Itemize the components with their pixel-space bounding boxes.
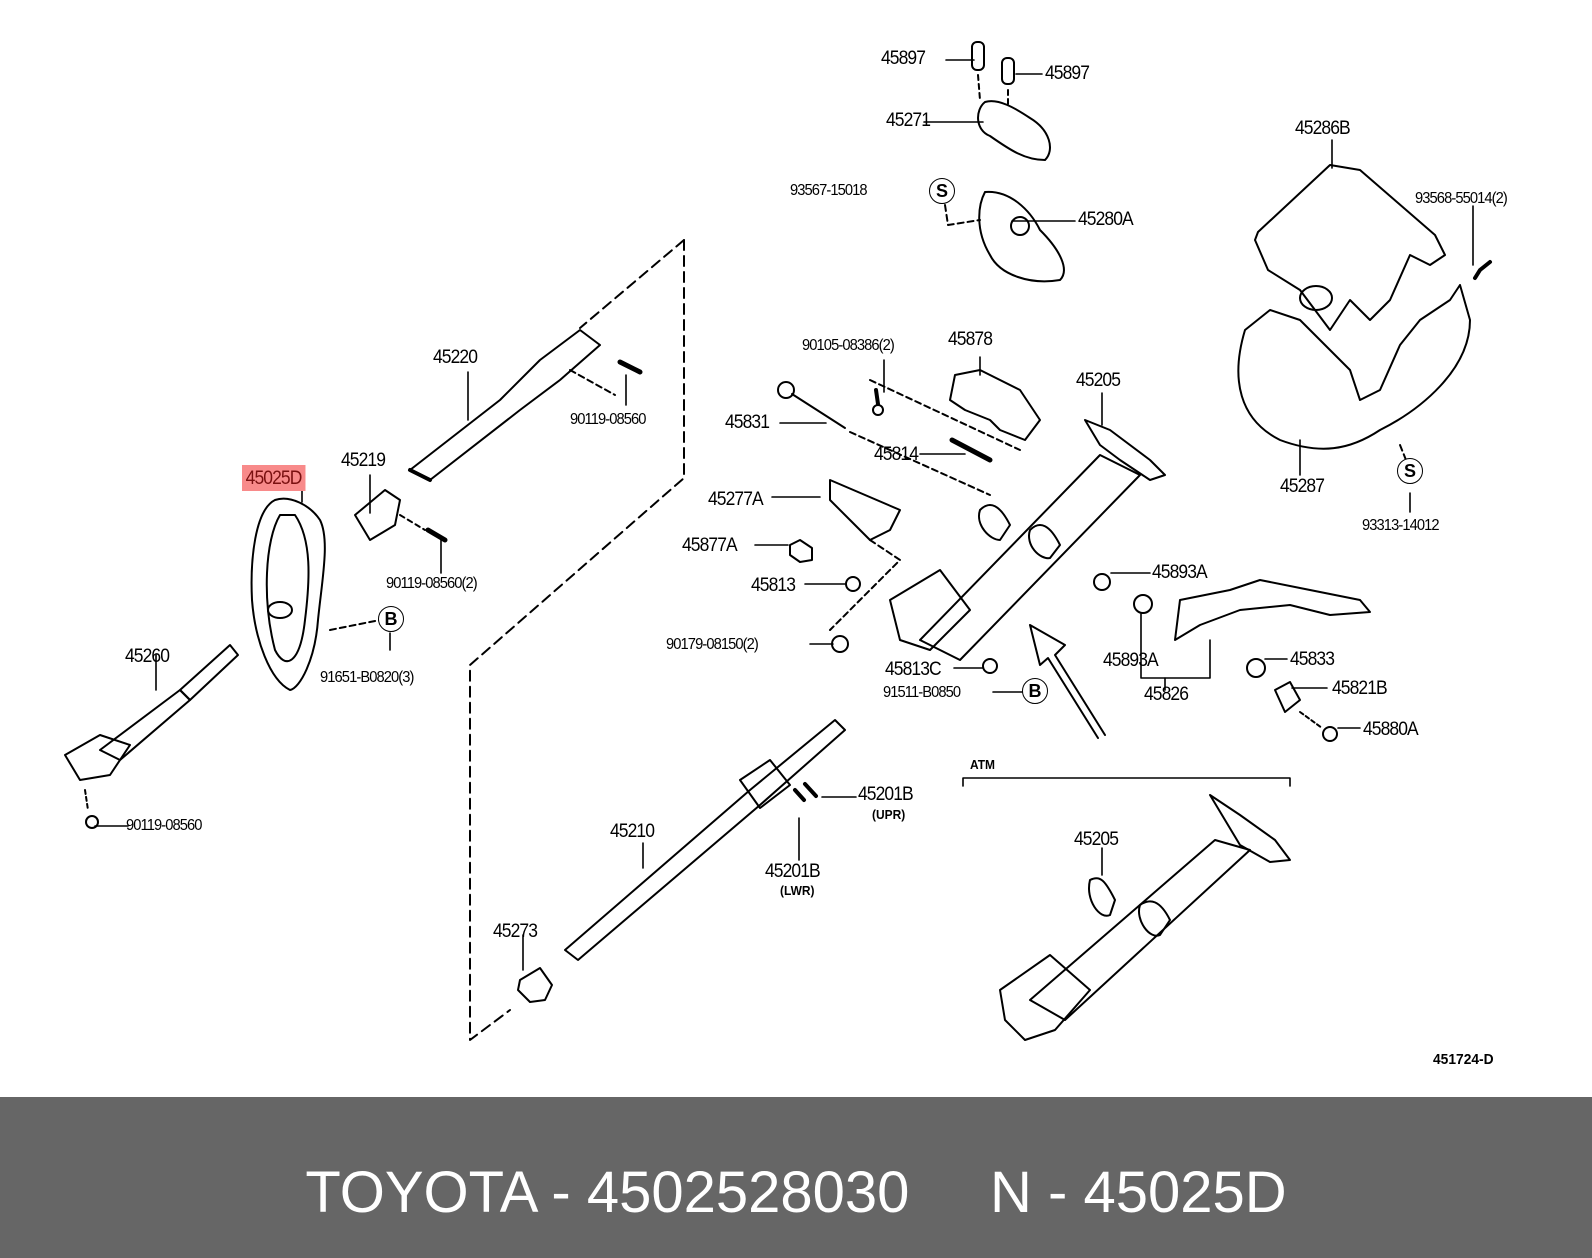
callout-45813[interactable]: 45813 [751, 575, 796, 596]
callout-45220[interactable]: 45220 [433, 347, 478, 368]
part-45826-bracket [1140, 613, 1211, 679]
callout-45025D-highlighted[interactable]: 45025D [242, 465, 306, 491]
marker-b-circle: B [378, 606, 404, 632]
part-45220-shaft [409, 329, 601, 481]
part-45025D-dust-boot [250, 497, 326, 691]
callout-45880A[interactable]: 45880A [1363, 719, 1419, 740]
part-45205-column [919, 454, 1141, 661]
callout-93567-15018[interactable]: 93567-15018 [790, 182, 868, 199]
callout-45813C[interactable]: 45813C [885, 659, 942, 680]
callout-45205-atm[interactable]: 45205 [1074, 829, 1119, 850]
callout-45826[interactable]: 45826 [1144, 684, 1189, 705]
callout-45260[interactable]: 45260 [125, 646, 170, 667]
callout-45831[interactable]: 45831 [725, 412, 770, 433]
part-45280A-housing [978, 190, 1065, 283]
callout-45286B[interactable]: 45286B [1295, 118, 1351, 139]
callout-45821B[interactable]: 45821B [1332, 678, 1388, 699]
part-45897-bolts [971, 41, 1015, 109]
part-45831-bolt [791, 393, 846, 429]
direction-arrow [1029, 624, 1106, 739]
callout-45201B-lwr-note: (LWR) [780, 883, 815, 898]
part-45210-main-shaft [564, 719, 846, 961]
part-45260-lower-shaft [179, 644, 239, 701]
callout-45219[interactable]: 45219 [341, 450, 386, 471]
footer-part-number: 4502528030 [586, 1160, 910, 1225]
callout-93313-14012[interactable]: 93313-14012 [1362, 517, 1440, 534]
footer-separator: - [551, 1160, 571, 1225]
marker-s-circle: S [929, 178, 955, 204]
callout-45280A[interactable]: 45280A [1078, 209, 1134, 230]
parts-diagram: 45897 45897 45271 93567-15018 S 45280A 4… [64, 41, 1508, 1068]
callout-45205-top[interactable]: 45205 [1076, 370, 1121, 391]
footer-separator: - [1048, 1160, 1068, 1225]
callout-90119-08560-top[interactable]: 90119-08560 [570, 411, 646, 428]
callout-90119-08560-2[interactable]: 90119-08560(2) [386, 575, 478, 592]
callout-45877A[interactable]: 45877A [682, 535, 738, 556]
callout-45273[interactable]: 45273 [493, 921, 538, 942]
footer-ref-prefix: N [990, 1160, 1032, 1225]
callout-45897-a[interactable]: 45897 [881, 48, 926, 69]
part-45287-lower-cover [1237, 284, 1471, 450]
callout-45201B-upr[interactable]: 45201B [858, 784, 914, 805]
part-45219-sleeve [354, 489, 401, 541]
part-45271-bracket [977, 100, 1051, 161]
atm-bracket [962, 777, 1291, 787]
callout-90179-08150[interactable]: 90179-08150(2) [666, 636, 759, 653]
part-45814-pin [949, 437, 993, 463]
atm-label: ATM [970, 757, 996, 772]
callout-45201B-lwr[interactable]: 45201B [765, 861, 821, 882]
part-45273-bearing [517, 967, 553, 1003]
part-45277A-bracket [829, 479, 901, 541]
callout-45271[interactable]: 45271 [886, 110, 931, 131]
part-45877A-bushing [789, 539, 813, 563]
callout-45893A-a[interactable]: 45893A [1152, 562, 1208, 583]
callout-91651-B0820[interactable]: 91651-B0820(3) [320, 669, 414, 686]
part-45205-atm-column [1029, 839, 1251, 1021]
callout-90105-08386[interactable]: 90105-08386(2) [802, 337, 895, 354]
callout-45201B-upr-note: (UPR) [872, 807, 906, 822]
callout-45287[interactable]: 45287 [1280, 476, 1325, 497]
callout-45814[interactable]: 45814 [874, 444, 919, 465]
callout-45893A-b[interactable]: 45893A [1103, 650, 1159, 671]
part-45286B-upper-cover [1254, 164, 1446, 331]
callout-45277A[interactable]: 45277A [708, 489, 764, 510]
dashed-enclosure [469, 239, 685, 1041]
callout-93568-55014[interactable]: 93568-55014(2) [1415, 190, 1508, 207]
part-45826-lever [1174, 579, 1371, 641]
callout-45210[interactable]: 45210 [610, 821, 655, 842]
callout-45878[interactable]: 45878 [948, 329, 993, 350]
marker-b-circle: B [1022, 678, 1048, 704]
diagram-reference-code: 451724-D [1433, 1051, 1494, 1068]
callout-91511-B0850[interactable]: 91511-B0850 [883, 684, 961, 701]
marker-s-circle: S [1397, 458, 1423, 484]
footer-ref-code: 45025D [1083, 1160, 1287, 1225]
footer-brand: TOYOTA [305, 1160, 536, 1225]
footer-banner: TOYOTA - 4502528030 N - 45025D [0, 1097, 1592, 1258]
callout-45897-b[interactable]: 45897 [1045, 63, 1090, 84]
part-45831-bolt-head [777, 381, 795, 399]
callout-45833[interactable]: 45833 [1290, 649, 1335, 670]
footer-caption: TOYOTA - 4502528030 N - 45025D [0, 1159, 1592, 1226]
diagram-drawing [64, 41, 1492, 1041]
callout-90119-08560-bottom[interactable]: 90119-08560 [126, 817, 202, 834]
part-45878-bracket [949, 369, 1041, 441]
